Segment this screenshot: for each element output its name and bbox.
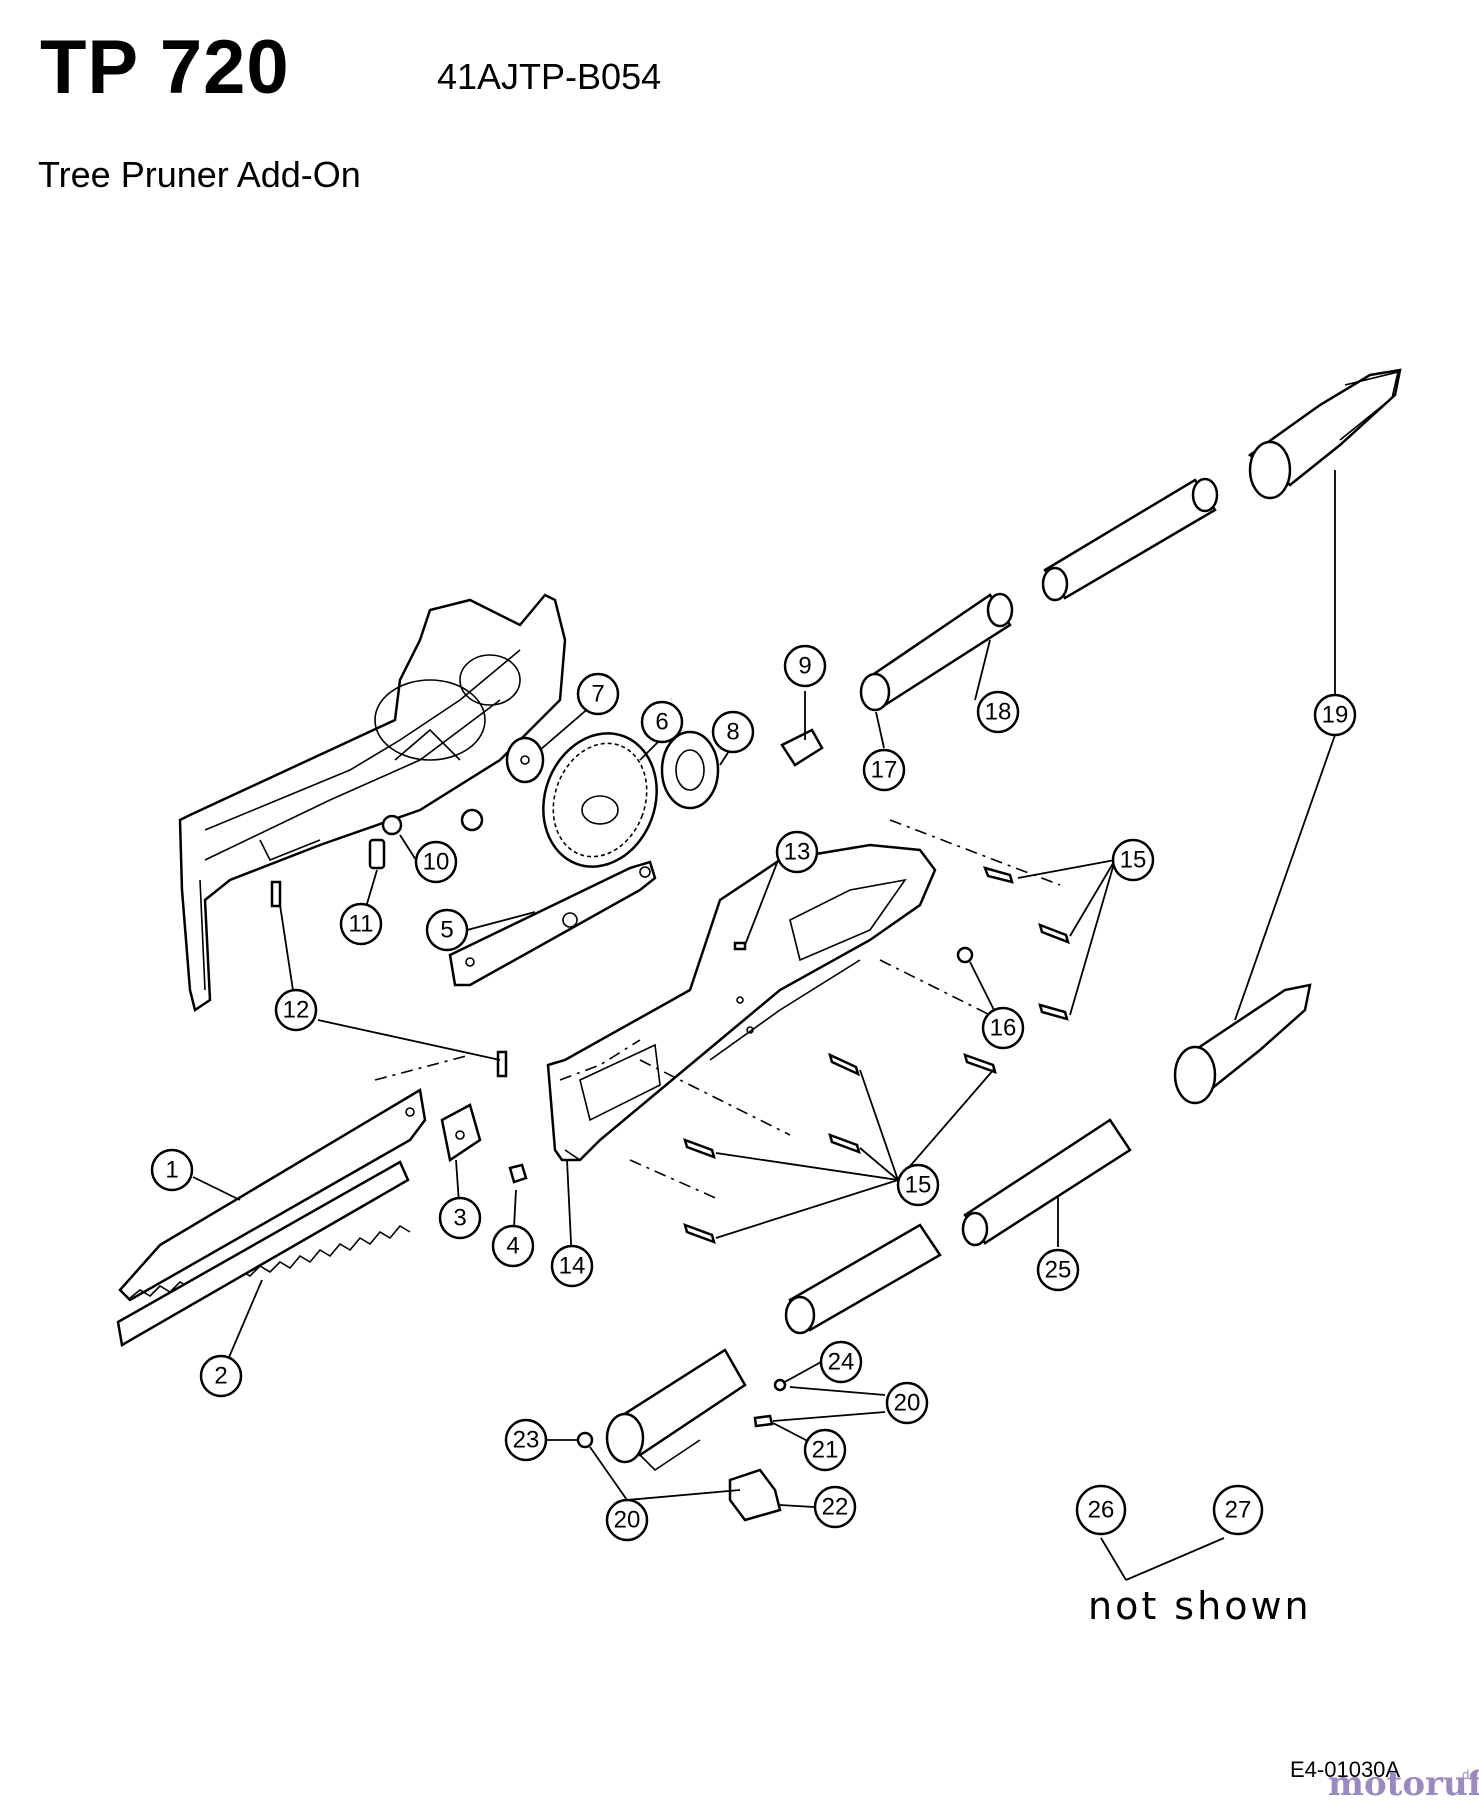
svg-text:15: 15 <box>905 1172 932 1199</box>
handle-assembly <box>576 1348 787 1522</box>
svg-text:26: 26 <box>1088 1497 1115 1524</box>
svg-text:20: 20 <box>894 1390 921 1417</box>
callout-5: 5 <box>425 908 469 952</box>
svg-text:5: 5 <box>440 917 453 944</box>
pinion-gear <box>660 730 720 810</box>
bushing-a <box>381 814 403 836</box>
watermark-logo: motoruf <box>1328 1764 1479 1804</box>
svg-text:8: 8 <box>726 719 739 746</box>
svg-text:11: 11 <box>349 911 374 938</box>
bushing-b <box>460 808 484 832</box>
svg-text:10: 10 <box>423 849 450 876</box>
svg-text:7: 7 <box>591 681 604 708</box>
svg-text:3: 3 <box>453 1205 466 1232</box>
washer <box>505 736 545 784</box>
not-shown-note: not shown <box>1088 1584 1312 1628</box>
svg-text:17: 17 <box>871 757 898 784</box>
callout-26: 26 <box>1075 1484 1127 1536</box>
svg-text:1: 1 <box>165 1157 178 1184</box>
large-gear <box>542 732 658 868</box>
callout-10: 10 <box>414 840 458 884</box>
svg-text:27: 27 <box>1225 1497 1252 1524</box>
svg-text:14: 14 <box>559 1253 586 1280</box>
callout-12: 12 <box>274 988 318 1032</box>
svg-text:24: 24 <box>828 1349 855 1376</box>
callout-3: 3 <box>438 1196 482 1240</box>
callout-7: 7 <box>576 672 620 716</box>
svg-text:20: 20 <box>614 1507 641 1534</box>
svg-text:2: 2 <box>214 1363 227 1390</box>
callout-2: 2 <box>199 1354 243 1398</box>
svg-text:25: 25 <box>1045 1257 1072 1284</box>
callout-18: 18 <box>976 690 1020 734</box>
svg-text:4: 4 <box>506 1233 519 1260</box>
svg-text:19: 19 <box>1322 702 1349 729</box>
callout-19: 19 <box>1313 693 1357 737</box>
model-title: TP 720 <box>40 25 290 110</box>
blade-clamp <box>440 1103 528 1184</box>
callout-6: 6 <box>640 700 684 744</box>
model-part-number: 41AJTP-B054 <box>437 56 662 97</box>
callout-22: 22 <box>813 1485 857 1529</box>
callout-21: 21 <box>803 1428 847 1472</box>
svg-text:9: 9 <box>798 653 811 680</box>
callout-13: 13 <box>775 830 819 874</box>
callout-14: 14 <box>550 1244 594 1288</box>
svg-text:13: 13 <box>784 839 811 866</box>
leader-lines <box>192 470 1336 1581</box>
svg-text:16: 16 <box>990 1015 1017 1042</box>
callout-17: 17 <box>862 748 906 792</box>
callout-15b: 15 <box>896 1163 940 1207</box>
callout-4: 4 <box>491 1224 535 1268</box>
connecting-rod <box>448 860 657 987</box>
screws <box>683 866 1070 1245</box>
callout-11: 11 <box>339 902 383 946</box>
saw-blade <box>118 1087 427 1302</box>
lower-housing <box>546 843 937 1162</box>
callout-15a: 15 <box>1111 838 1155 882</box>
svg-text:23: 23 <box>513 1427 540 1454</box>
diagram-subtitle: Tree Pruner Add-On <box>38 154 361 195</box>
watermark-logo-suffix: .de <box>1458 1768 1477 1782</box>
callout-16: 16 <box>981 1006 1025 1050</box>
svg-text:21: 21 <box>812 1437 839 1464</box>
callout-24: 24 <box>819 1340 863 1384</box>
pin-a <box>270 880 282 908</box>
callout-1: 1 <box>150 1148 194 1192</box>
svg-text:22: 22 <box>822 1494 849 1521</box>
lower-tube-assembly <box>784 983 1312 1335</box>
svg-text:6: 6 <box>655 709 668 736</box>
callout-25: 25 <box>1036 1248 1080 1292</box>
coupling <box>780 728 824 767</box>
blade-guard <box>116 1160 410 1347</box>
svg-text:12: 12 <box>283 997 310 1024</box>
callout-8: 8 <box>711 710 755 754</box>
callout-27: 27 <box>1212 1484 1264 1536</box>
callout-23: 23 <box>504 1418 548 1462</box>
callout-20a: 20 <box>885 1381 929 1425</box>
callout-20b: 20 <box>605 1498 649 1542</box>
pin-b <box>496 1050 508 1078</box>
key-block <box>368 838 386 870</box>
svg-text:18: 18 <box>985 699 1012 726</box>
upper-housing <box>178 593 567 1013</box>
callout-9: 9 <box>783 644 827 688</box>
upper-tube-assembly <box>859 368 1402 712</box>
svg-text:15: 15 <box>1120 847 1147 874</box>
document-reference: E4-01030A <box>1290 1757 1401 1782</box>
small-pin <box>733 941 747 951</box>
